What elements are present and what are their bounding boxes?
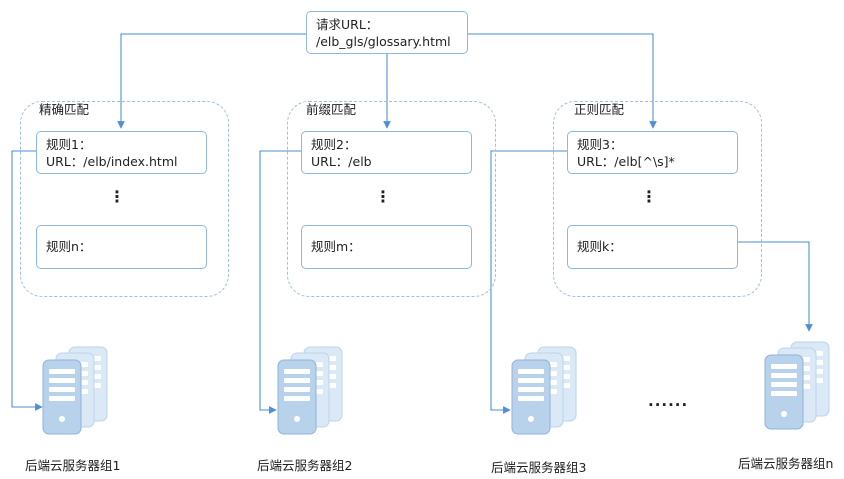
server-stack-icon	[764, 341, 834, 430]
rule-n-label: 规则n：	[46, 239, 92, 254]
arrow-rule1-to-backend1	[11, 150, 43, 411]
rule-k-box: 规则k：	[567, 225, 738, 269]
rule-n-box: 规则n：	[36, 225, 207, 269]
regex-match-title: 正则匹配	[572, 102, 627, 118]
prefix-match-group	[287, 101, 496, 297]
regex-match-group	[553, 101, 762, 297]
regex-more-rules-dots: ⋮	[641, 187, 657, 206]
arrow-request-to-regex	[468, 33, 657, 129]
prefix-more-rules-dots: ⋮	[375, 187, 391, 206]
rule-k-label: 规则k：	[577, 239, 622, 254]
prefix-match-title: 前缀匹配	[304, 102, 359, 118]
backend-group-n-label: 后端云服务器组n	[738, 456, 834, 471]
more-backend-groups-ellipsis: ......	[648, 392, 689, 410]
rule-2-url: URL：/elb	[311, 154, 372, 169]
exact-more-rules-dots: ⋮	[109, 187, 125, 206]
arrow-rule2-to-backend2	[259, 150, 301, 414]
backend-group-3-label: 后端云服务器组3	[491, 460, 587, 475]
rule-m-box: 规则m：	[301, 225, 472, 269]
backend-group-2-label: 后端云服务器组2	[257, 458, 353, 473]
server-stack-icon	[277, 346, 347, 435]
exact-match-group	[20, 101, 229, 297]
rule-3-label: 规则3：	[577, 137, 623, 152]
server-stack-icon	[42, 346, 112, 435]
request-label: 请求URL：	[316, 17, 379, 32]
rule-3-url: URL：/elb[^\s]*	[577, 154, 675, 169]
rule-m-label: 规则m：	[311, 239, 361, 254]
arrow-request-to-exact	[117, 33, 306, 129]
rule-1-label: 规则1：	[46, 137, 92, 152]
backend-group-1-label: 后端云服务器组1	[25, 458, 121, 473]
rule-2-box: 规则2： URL：/elb	[301, 131, 472, 174]
request-box: 请求URL： /elb_gls/glossary.html	[306, 11, 468, 54]
exact-match-title: 精确匹配	[37, 102, 92, 118]
request-url: /elb_gls/glossary.html	[316, 34, 451, 49]
rule-1-box: 规则1： URL：/elb/index.html	[36, 131, 207, 174]
server-stack-icon	[511, 346, 581, 435]
rule-2-label: 规则2：	[311, 137, 357, 152]
rule-3-box: 规则3： URL：/elb[^\s]*	[567, 131, 738, 174]
rule-1-url: URL：/elb/index.html	[46, 154, 178, 169]
